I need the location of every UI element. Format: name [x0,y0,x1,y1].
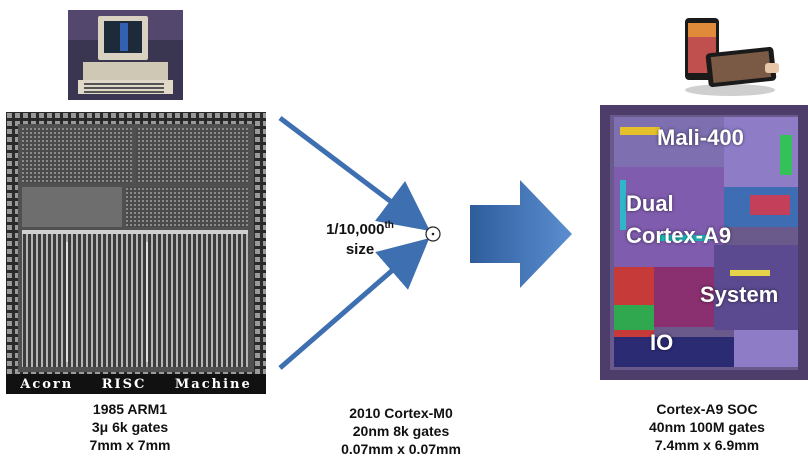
cortex-m0-caption-line-2: 20nm 8k gates [352,423,450,439]
big-right-arrow [470,180,572,288]
arm1-caption-line-3: 7mm x 7mm [89,437,171,453]
lower-arrow [278,238,430,370]
arm1-caption-line-1: 1985 ARM1 [92,401,168,417]
soc-label-io: IO [650,330,674,355]
upper-arrow [278,116,430,232]
soc-label-cpu-line2: Cortex-A9 [626,223,732,248]
smartphone-photo [665,8,785,100]
size-label: 1/10,000th size [300,216,420,260]
soc-caption: Cortex-A9 SOC 40nm 100M gates 7.4mm x 6.… [612,400,802,454]
size-label-sup: th [384,220,394,231]
vintage-computer-photo [68,10,183,100]
soc-label-gpu: Mali-400 [657,125,744,150]
soc-label-system: System [700,282,779,307]
acorn-risc-machine-banner: Acorn RISC Machine [6,374,266,394]
size-label-line2: size [345,241,375,258]
soc-caption-line-2: 40nm 100M gates [649,419,765,435]
cortex-m0-caption-line-3: 0.07mm x 0.07mm [341,441,461,457]
arm1-caption: 1985 ARM1 3μ 6k gates 7mm x 7mm [30,400,230,454]
banner-word-acorn: Acorn [20,376,74,392]
cortex-m0-caption-line-1: 2010 Cortex-M0 [349,405,453,421]
soc-caption-line-1: Cortex-A9 SOC [656,401,758,417]
arm1-die-image [6,112,266,394]
arm1-caption-line-2: 3μ 6k gates [91,419,169,435]
size-label-main: 1/10,000 [326,221,385,238]
soc-caption-line-3: 7.4mm x 6.9mm [654,437,760,453]
soc-label-cpu-line1: Dual [626,191,674,216]
banner-word-risc: RISC [101,376,147,392]
cortex-m0-caption: 2010 Cortex-M0 20nm 8k gates 0.07mm x 0.… [316,404,486,458]
soc-die-image: Mali-400 Dual Cortex-A9 System IO [600,105,808,380]
banner-word-machine: Machine [174,376,252,392]
